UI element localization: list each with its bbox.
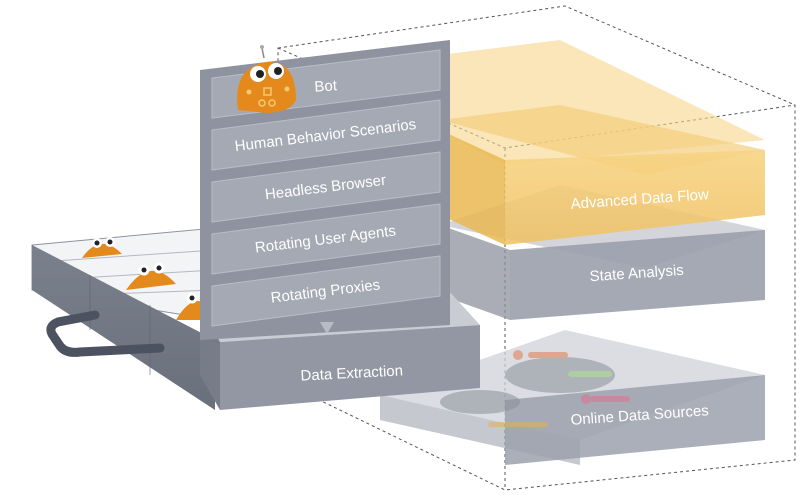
data-extraction-label: Data Extraction	[300, 362, 403, 384]
down-arrow-icon	[320, 322, 334, 334]
stack-item-rotating-proxies: Rotating Proxies	[211, 255, 441, 327]
stack-item-rotating-user-agents: Rotating User Agents	[211, 203, 441, 275]
drawer-handle	[46, 310, 165, 357]
bot-mascot-icon	[237, 45, 296, 113]
stack-item-label: Bot	[314, 77, 338, 96]
bot-mascot-icon	[126, 262, 176, 290]
world-map-icon	[440, 350, 630, 427]
bot-drawer	[31, 227, 216, 410]
advanced-data-flow-layer: Advanced Data Flow	[440, 40, 765, 245]
bot-mascot-icon	[82, 237, 122, 258]
online-data-sources-layer: Online Data Sources	[380, 330, 765, 465]
state-analysis-layer: State Analysis	[440, 185, 765, 320]
stack-item-headless-browser: Headless Browser	[211, 151, 441, 223]
state-analysis-label: State Analysis	[589, 262, 684, 286]
